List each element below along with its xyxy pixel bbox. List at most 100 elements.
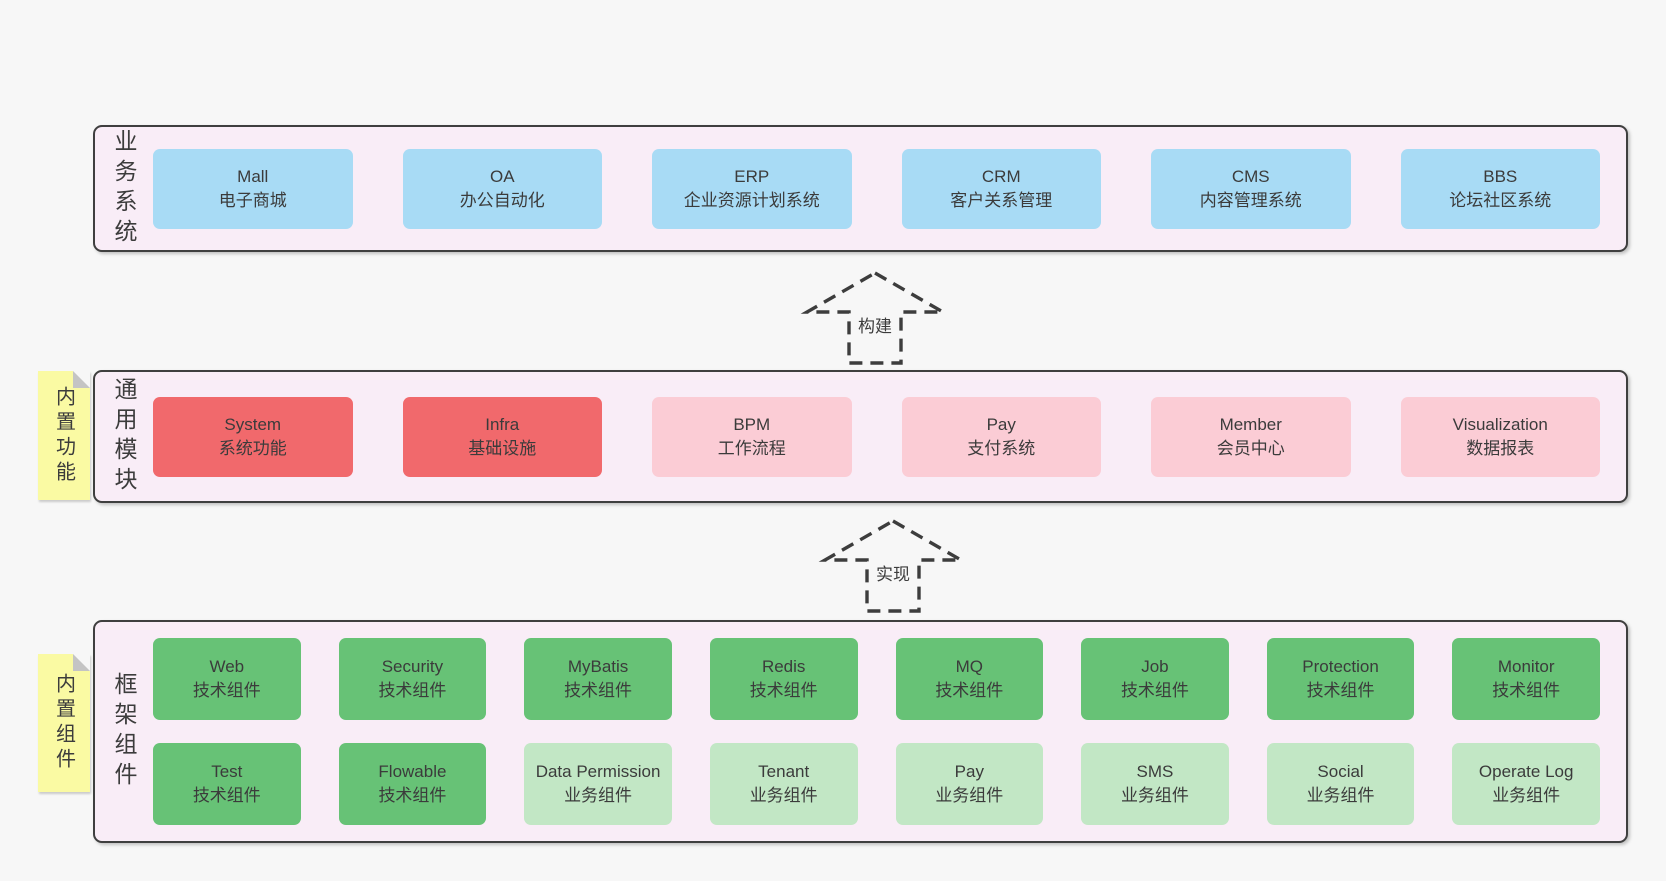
- box-subtitle: 技术组件: [1306, 681, 1375, 700]
- diagram-box: Member 会员中心: [1151, 396, 1351, 477]
- box-title: Test: [211, 762, 243, 782]
- diagram-box: SMS 业务组件: [1081, 743, 1229, 825]
- box-subtitle: 办公自动化: [459, 190, 545, 210]
- common-modules-label: 通用模块: [111, 376, 137, 497]
- box-subtitle: 业务组件: [749, 786, 818, 805]
- box-title: CRM: [981, 166, 1021, 186]
- diagram-box: Pay 业务组件: [895, 743, 1044, 825]
- sticky-fold-corner: [73, 371, 90, 388]
- box-subtitle: 内容管理系统: [1199, 190, 1302, 210]
- box-subtitle: 技术组件: [192, 681, 261, 700]
- diagram-box: Infra 基础设施: [402, 396, 602, 477]
- framework-components-panel: 框架组件 Web 技术组件 Security 技术组件 MyBatis 技术组件…: [93, 620, 1628, 843]
- diagram-box: System 系统功能: [153, 396, 353, 477]
- box-subtitle: 客户关系管理: [950, 190, 1053, 210]
- diagram-box: Social 业务组件: [1266, 743, 1415, 825]
- implement-arrow-label: 实现: [873, 560, 913, 585]
- diagram-box: ERP 企业资源计划系统: [652, 148, 852, 229]
- diagram-box: Data Permission 业务组件: [524, 743, 672, 825]
- box-subtitle: 业务组件: [1306, 786, 1375, 805]
- box-title: Redis: [761, 657, 806, 677]
- diagram-box: Flowable 技术组件: [338, 743, 487, 825]
- diagram-box: CMS 内容管理系统: [1151, 148, 1351, 229]
- box-subtitle: 技术组件: [564, 681, 633, 700]
- box-subtitle: 业务组件: [1120, 786, 1189, 805]
- common-modules-grid: System 系统功能 Infra 基础设施 BPM 工作流程 Pay 支付系统…: [153, 372, 1600, 501]
- box-subtitle: 支付系统: [967, 438, 1036, 458]
- box-subtitle: 会员中心: [1216, 438, 1285, 458]
- diagram-box: OA 办公自动化: [402, 148, 602, 229]
- build-arrow-icon: 构建: [800, 269, 950, 367]
- box-subtitle: 数据报表: [1466, 438, 1535, 458]
- box-title: Mall: [237, 166, 269, 186]
- box-title: BPM: [733, 414, 771, 434]
- box-title: Member: [1219, 414, 1282, 434]
- diagram-box: Tenant 业务组件: [709, 743, 858, 825]
- box-title: CMS: [1231, 166, 1270, 186]
- box-subtitle: 技术组件: [378, 681, 447, 700]
- box-title: Web: [209, 657, 245, 677]
- diagram-box: Mall 电子商城: [153, 148, 353, 229]
- diagram-box: MQ 技术组件: [895, 638, 1044, 720]
- business-systems-panel: 业务系统 Mall 电子商城 OA 办公自动化 ERP 企业资源计划系统 CRM…: [93, 125, 1628, 252]
- box-subtitle: 业务组件: [1492, 786, 1561, 805]
- box-subtitle: 技术组件: [749, 681, 818, 700]
- sticky-label: 内置组件: [52, 673, 75, 773]
- box-title: Monitor: [1497, 657, 1555, 677]
- diagram-box: Test 技术组件: [153, 743, 301, 825]
- diagram-box: Web 技术组件: [153, 638, 301, 720]
- diagram-box: Redis 技术组件: [709, 638, 858, 720]
- box-title: Flowable: [378, 762, 447, 782]
- box-title: SMS: [1136, 762, 1174, 782]
- box-title: Operate Log: [1478, 762, 1574, 782]
- build-arrow-label: 构建: [855, 312, 895, 337]
- box-title: Job: [1141, 657, 1169, 677]
- diagram-box: Visualization 数据报表: [1400, 396, 1600, 477]
- box-subtitle: 技术组件: [378, 786, 447, 805]
- box-title: Social: [1317, 762, 1364, 782]
- implement-arrow-icon: 实现: [818, 517, 968, 615]
- box-subtitle: 工作流程: [717, 438, 786, 458]
- box-title: Tenant: [758, 762, 810, 782]
- box-title: Data Permission: [535, 762, 661, 782]
- box-subtitle: 技术组件: [192, 786, 261, 805]
- box-subtitle: 业务组件: [564, 786, 633, 805]
- framework-components-label: 框架组件: [111, 671, 137, 792]
- diagram-box: Monitor 技术组件: [1452, 638, 1600, 720]
- diagram-box: Job 技术组件: [1081, 638, 1229, 720]
- box-title: MQ: [955, 657, 983, 677]
- common-modules-panel: 通用模块 System 系统功能 Infra 基础设施 BPM 工作流程 Pay…: [93, 370, 1628, 503]
- box-subtitle: 电子商城: [218, 190, 287, 210]
- builtin-components-sticky-note: 内置组件: [38, 654, 90, 792]
- sticky-fold-corner: [73, 654, 90, 671]
- diagram-box: MyBatis 技术组件: [524, 638, 672, 720]
- diagram-box: CRM 客户关系管理: [901, 148, 1101, 229]
- box-title: Security: [381, 657, 444, 677]
- box-subtitle: 技术组件: [1120, 681, 1189, 700]
- box-title: Visualization: [1452, 414, 1548, 434]
- box-title: System: [224, 414, 282, 434]
- box-title: Pay: [954, 762, 984, 782]
- box-subtitle: 基础设施: [468, 438, 537, 458]
- business-systems-label: 业务系统: [111, 128, 137, 249]
- box-subtitle: 技术组件: [935, 681, 1004, 700]
- box-title: BBS: [1483, 166, 1518, 186]
- box-title: Infra: [485, 414, 520, 434]
- diagram-box: Operate Log 业务组件: [1452, 743, 1600, 825]
- dashed-up-arrow-icon: [800, 271, 950, 365]
- diagram-box: Security 技术组件: [338, 638, 487, 720]
- business-systems-grid: Mall 电子商城 OA 办公自动化 ERP 企业资源计划系统 CRM 客户关系…: [153, 127, 1600, 250]
- diagram-box: BBS 论坛社区系统: [1400, 148, 1600, 229]
- diagram-box: BPM 工作流程: [652, 396, 852, 477]
- diagram-box: Protection 技术组件: [1266, 638, 1415, 720]
- box-title: OA: [489, 166, 515, 186]
- box-title: Pay: [986, 414, 1016, 434]
- sticky-label: 内置功能: [52, 385, 75, 486]
- builtin-functions-sticky-note: 内置功能: [38, 371, 90, 500]
- box-subtitle: 论坛社区系统: [1449, 190, 1552, 210]
- box-subtitle: 业务组件: [935, 786, 1004, 805]
- box-title: MyBatis: [567, 657, 629, 677]
- box-subtitle: 系统功能: [218, 438, 287, 458]
- box-subtitle: 技术组件: [1492, 681, 1561, 700]
